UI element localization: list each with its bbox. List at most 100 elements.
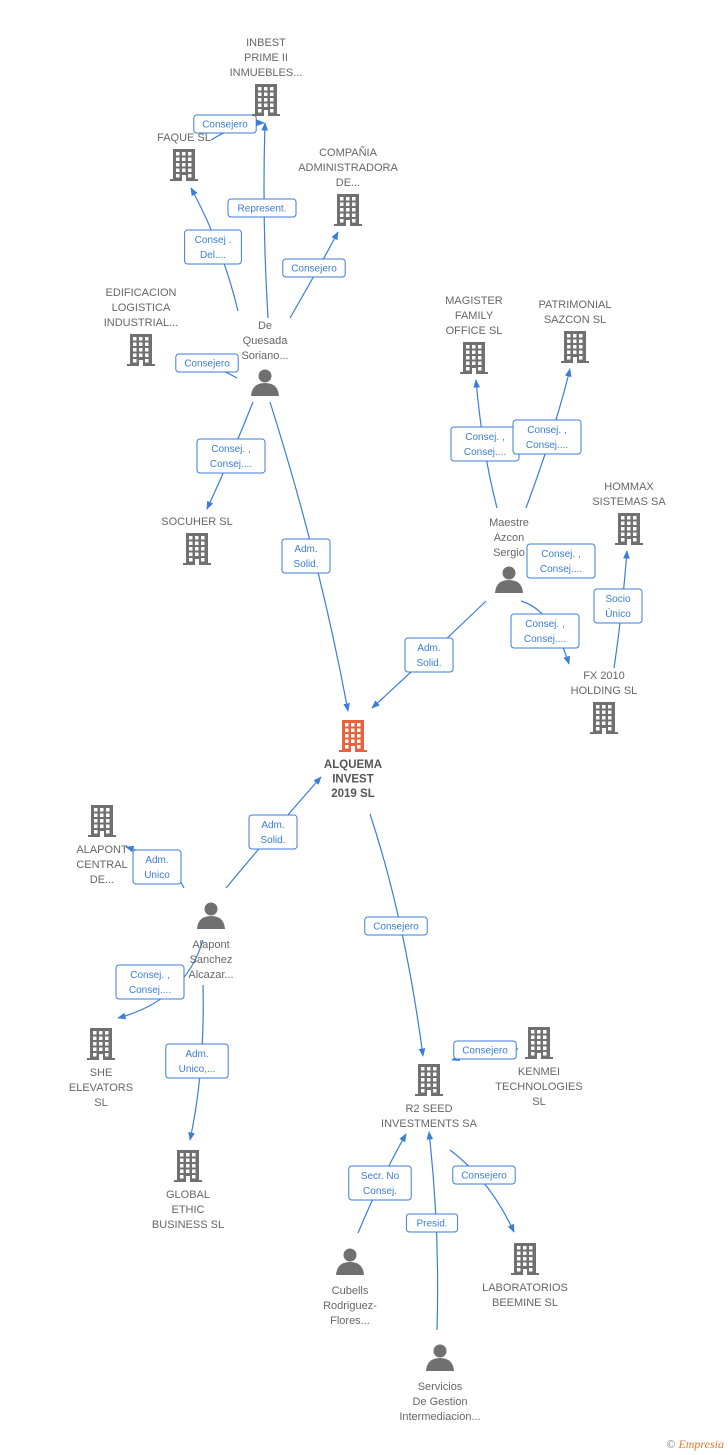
- building-icon: [511, 1243, 539, 1275]
- node-label-line: COMPAÑIA: [319, 146, 378, 159]
- node-label-line: HOLDING SL: [571, 685, 638, 697]
- node-label-line: TECHNOLOGIES: [495, 1081, 582, 1093]
- node-socuher[interactable]: SOCUHER SL: [161, 516, 233, 565]
- person-icon: [251, 369, 279, 396]
- building-icon: [174, 1150, 202, 1182]
- node-label-line: ALQUEMA: [324, 759, 382, 771]
- node-dequesada[interactable]: DeQuesadaSoriano...: [241, 320, 289, 396]
- edge-label-dequesada-to-inbest[interactable]: Represent.: [227, 198, 297, 218]
- node-label-line: SL: [94, 1097, 107, 1109]
- edge-label-alapontsanchez-to-alquema[interactable]: Adm.Solid.: [248, 814, 298, 850]
- edge-label-text: Consej .: [195, 235, 232, 246]
- edge-label-maestre-to-hommax[interactable]: Consej. ,Consej....: [526, 543, 596, 579]
- edge-label-box: [115, 964, 185, 1000]
- building-icon: [561, 331, 589, 363]
- edge-label-text: Consejero: [462, 1046, 508, 1057]
- edge-label-box: [510, 613, 580, 649]
- node-label-line: DE...: [90, 874, 114, 886]
- edge-label-box: [348, 1165, 412, 1201]
- edge-label-box: [364, 916, 428, 936]
- edge-label-text: Secr. No: [361, 1171, 400, 1182]
- edge-label-dequesada-to-edificacion[interactable]: Consejero: [175, 353, 239, 373]
- edge-label-dequesada-to-socuher[interactable]: Consej. ,Consej....: [196, 438, 266, 474]
- edge-label-kenmei-to-r2seed[interactable]: Consejero: [453, 1040, 517, 1060]
- edge-label-maestre-to-alquema[interactable]: Adm.Solid.: [404, 637, 454, 673]
- edge-label-text: Consej. ,: [465, 432, 504, 443]
- edge-label-text: Adm.: [185, 1049, 208, 1060]
- building-icon-highlighted: [339, 720, 367, 752]
- edge-label-text: Unico,...: [179, 1064, 216, 1075]
- copyright-symbol: ©: [666, 1437, 676, 1451]
- edge-label-maestre-to-fx2010[interactable]: Consej. ,Consej....: [510, 613, 580, 649]
- edge-label-text: Consej....: [540, 564, 582, 575]
- edge-label-text: Consej. ,: [527, 425, 566, 436]
- edge-label-text: Consej. ,: [130, 970, 169, 981]
- edge-label-box: [132, 849, 182, 885]
- node-alapontcentral[interactable]: ALAPONTCENTRALDE...: [76, 805, 128, 886]
- edge-label-r2seed-to-laboratorios[interactable]: Consejero: [452, 1165, 516, 1185]
- edge-label-box: [452, 1165, 516, 1185]
- node-cubells[interactable]: CubellsRodriguez-Flores...: [323, 1248, 377, 1328]
- edge-label-text: Consejero: [202, 120, 248, 131]
- edge-label-alquema-to-r2seed[interactable]: Consejero: [364, 916, 428, 936]
- node-label-line: R2 SEED: [405, 1103, 452, 1115]
- edge-label-box: [175, 353, 239, 373]
- edge-label-servicios-to-r2seed[interactable]: Presid.: [405, 1213, 459, 1233]
- node-she[interactable]: SHE ELEVATORS SL: [69, 1028, 133, 1109]
- edge-label-dequesada-to-faque[interactable]: Consej .Del....: [184, 229, 242, 265]
- building-icon: [590, 702, 618, 734]
- node-label-line: FAMILY: [455, 310, 494, 322]
- node-label-line: ELEVATORS: [69, 1082, 133, 1094]
- node-label-line: Quesada: [243, 335, 289, 347]
- edge-label-alapontsanchez-to-global[interactable]: Adm. Unico,...: [165, 1043, 229, 1079]
- node-label-line: SHE: [90, 1067, 113, 1079]
- node-r2seed[interactable]: R2 SEED INVESTMENTS SA: [381, 1064, 478, 1130]
- node-label-line: INDUSTRIAL...: [104, 317, 179, 329]
- node-faque[interactable]: FAQUE SL: [157, 132, 211, 181]
- node-label-line: Azcon: [494, 532, 525, 544]
- edge-label-text: Consej. ,: [525, 619, 564, 630]
- node-alapontsanchez[interactable]: AlapontSanchezAlcazar...: [188, 902, 234, 982]
- node-label-line: INVESTMENTS SA: [381, 1118, 478, 1130]
- brand-logo-text[interactable]: Empresia: [678, 1437, 724, 1451]
- node-label-line: LOGISTICA: [112, 302, 171, 314]
- edge-label-text: Consejero: [373, 922, 419, 933]
- node-label-line: ETHIC: [172, 1204, 205, 1216]
- edge-label-alapontsanchez-to-she[interactable]: Consej. ,Consej....: [115, 964, 185, 1000]
- node-label-line: EDIFICACION: [106, 287, 177, 299]
- edge-label-maestre-to-patrimonial[interactable]: Consej. ,Consej....: [512, 419, 582, 455]
- edge-label-dequesada-to-alquema[interactable]: Adm.Solid.: [281, 538, 331, 574]
- edge-label-text: Socio: [605, 594, 630, 605]
- node-label-line: FX 2010: [583, 670, 625, 682]
- node-compania[interactable]: COMPAÑIAADMINISTRADORADE...: [298, 146, 398, 226]
- edge-label-faque-to-inbest[interactable]: Consejero: [193, 114, 257, 134]
- edge-label-text: Unico: [144, 870, 170, 881]
- node-label-line: Cubells: [332, 1285, 369, 1297]
- building-icon: [415, 1064, 443, 1096]
- building-icon: [127, 334, 155, 366]
- edge-label-alapontsanchez-to-alapontcentral[interactable]: Adm.Unico: [132, 849, 182, 885]
- edge-label-maestre-to-magister[interactable]: Consej. ,Consej....: [450, 426, 520, 462]
- edge-label-text: Consej....: [210, 459, 252, 470]
- node-label-line: INVEST: [332, 774, 374, 786]
- node-edificacion[interactable]: EDIFICACION LOGISTICA INDUSTRIAL...: [104, 287, 179, 366]
- node-label-line: INBEST: [246, 37, 286, 49]
- edge-label-dequesada-to-compania[interactable]: Consejero: [282, 258, 346, 278]
- node-label-line: PRIME II: [244, 52, 288, 64]
- edge-label-text: Único: [605, 607, 631, 620]
